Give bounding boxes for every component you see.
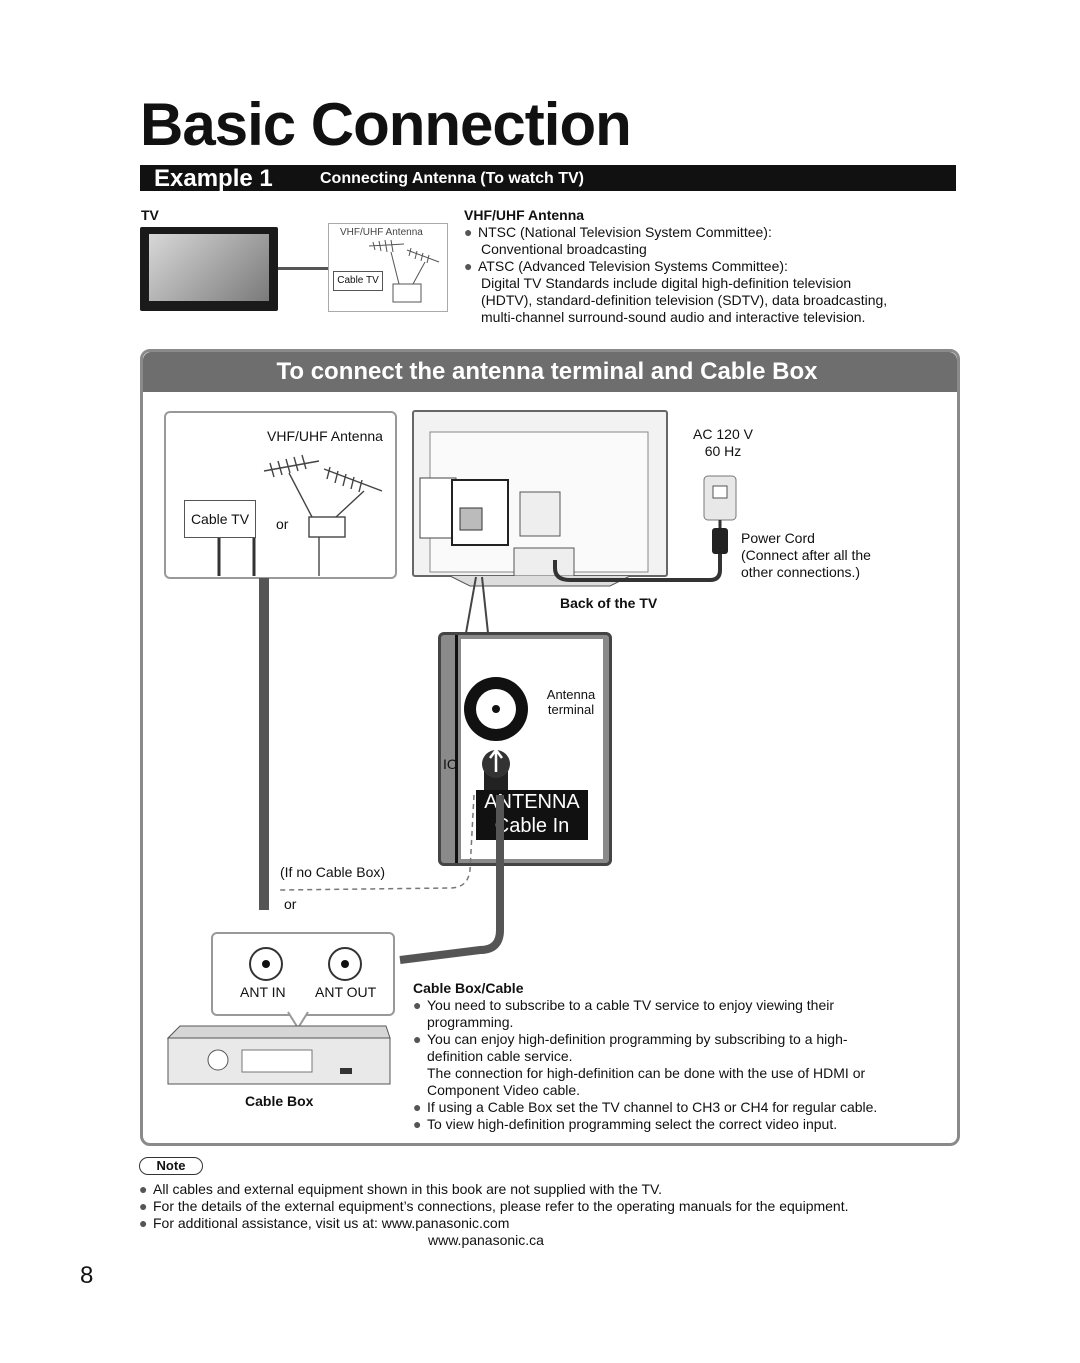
- cable-bullet-2-line2: definition cable service.: [427, 1048, 573, 1064]
- bullet-ntsc-line2: Conventional broadcasting: [481, 241, 647, 257]
- tv-label: TV: [141, 207, 159, 223]
- or-label-2: or: [284, 896, 297, 912]
- zoom-lines: [465, 576, 489, 634]
- plug-arrow-icon: [482, 747, 510, 796]
- panel-title: To connect the antenna terminal and Cabl…: [276, 358, 818, 385]
- cable-box-label: Cable Box: [245, 1093, 314, 1109]
- antenna-heading: VHF/UHF Antenna: [464, 207, 585, 223]
- page-title: Basic Connection: [140, 91, 632, 158]
- power-cord-line2: (Connect after all the: [741, 547, 871, 563]
- ant-in-port[interactable]: [249, 947, 283, 981]
- example-antenna-diagram: VHF/UHF Antenna Cable TV: [328, 223, 448, 312]
- cable-bullet-4: ●To view high-definition programming sel…: [413, 1116, 838, 1132]
- cable-box-heading: Cable Box/Cable: [413, 980, 524, 996]
- note-url-ca[interactable]: www.panasonic.ca: [428, 1232, 544, 1248]
- ant-in-label: ANT IN: [240, 984, 286, 1000]
- antenna-terminal-label: Antenna terminal: [541, 687, 601, 717]
- cable-box-bullets: ●You need to subscribe to a cable TV ser…: [413, 997, 953, 1133]
- antenna-source-box: [164, 411, 397, 579]
- bullet-atsc-line4: multi-channel surround-sound audio and i…: [481, 309, 866, 325]
- antenna-badge-line2: Cable In: [494, 815, 570, 837]
- note-item-3: ●For additional assistance, visit us at:…: [139, 1215, 510, 1231]
- or-label: or: [276, 516, 289, 532]
- ac-line2: 60 Hz: [704, 443, 742, 459]
- example-cable-line: [278, 267, 330, 270]
- diagram-cable-label: Cable TV: [333, 271, 383, 291]
- ac-line1: AC 120 V: [693, 426, 753, 442]
- antenna-bullets: ●NTSC (National Television System Commit…: [464, 224, 964, 326]
- panel-cable-tv-label: Cable TV: [184, 500, 256, 538]
- antenna-cable-in-badge: ANTENNA Cable In: [476, 790, 588, 840]
- power-cord-line3: other connections.): [741, 564, 861, 580]
- bullet-ntsc: ●NTSC (National Television System Commit…: [464, 224, 772, 240]
- power-cord-line1: Power Cord: [741, 530, 815, 546]
- antenna-graphic: [217, 454, 383, 576]
- cable-routing: [259, 578, 504, 964]
- io-label: IO: [443, 756, 458, 772]
- cable-bullet-1-line2: programming.: [427, 1014, 514, 1030]
- example-subtitle: Connecting Antenna (To watch TV): [320, 170, 584, 187]
- cable-box-ports: [211, 932, 395, 1016]
- cable-bullet-3: ●If using a Cable Box set the TV channel…: [413, 1099, 878, 1115]
- bullet-atsc: ●ATSC (Advanced Television Systems Commi…: [464, 258, 788, 274]
- ant-out-label: ANT OUT: [315, 984, 377, 1000]
- ac-voltage: AC 120 V 60 Hz: [688, 426, 758, 460]
- cable-bullet-2: ●You can enjoy high-definition programmi…: [413, 1031, 848, 1047]
- example-label: Example 1: [154, 165, 273, 192]
- bullet-atsc-line3: (HDTV), standard-definition television (…: [481, 292, 888, 308]
- if-no-cable-box: (If no Cable Box): [280, 864, 386, 880]
- note-item-1: ●All cables and external equipment shown…: [139, 1181, 662, 1197]
- example-bar: [140, 165, 956, 191]
- note-label: Note: [139, 1157, 203, 1175]
- tv-image: [140, 227, 278, 311]
- cable-bullet-2-line3: The connection for high-definition can b…: [427, 1065, 866, 1081]
- note-list: ●All cables and external equipment shown…: [139, 1181, 959, 1249]
- antenna-terminal-connector[interactable]: [464, 677, 528, 741]
- power-cord-graphic: [553, 475, 737, 582]
- cable-box-graphic: [166, 1011, 391, 1085]
- antenna-terminal-line2: terminal: [547, 702, 595, 717]
- tv-back-graphic: [412, 410, 668, 587]
- cable-bullet-2-line4: Component Video cable.: [427, 1082, 581, 1098]
- bullet-atsc-line2: Digital TV Standards include digital hig…: [481, 275, 852, 291]
- ant-out-port[interactable]: [328, 947, 362, 981]
- cable-bullet-1: ●You need to subscribe to a cable TV ser…: [413, 997, 835, 1013]
- diagram-antenna-label: VHF/UHF Antenna: [340, 227, 423, 238]
- antenna-terminal-line1: Antenna: [546, 687, 596, 702]
- power-cord-label: Power Cord (Connect after all the other …: [741, 530, 871, 581]
- panel-antenna-label: VHF/UHF Antenna: [267, 428, 383, 444]
- back-of-tv-label: Back of the TV: [560, 595, 658, 611]
- panel-header: [143, 352, 957, 392]
- antenna-badge-line1: ANTENNA: [484, 791, 580, 813]
- note-item-2: ●For the details of the external equipme…: [139, 1198, 849, 1214]
- page-number: 8: [80, 1262, 94, 1289]
